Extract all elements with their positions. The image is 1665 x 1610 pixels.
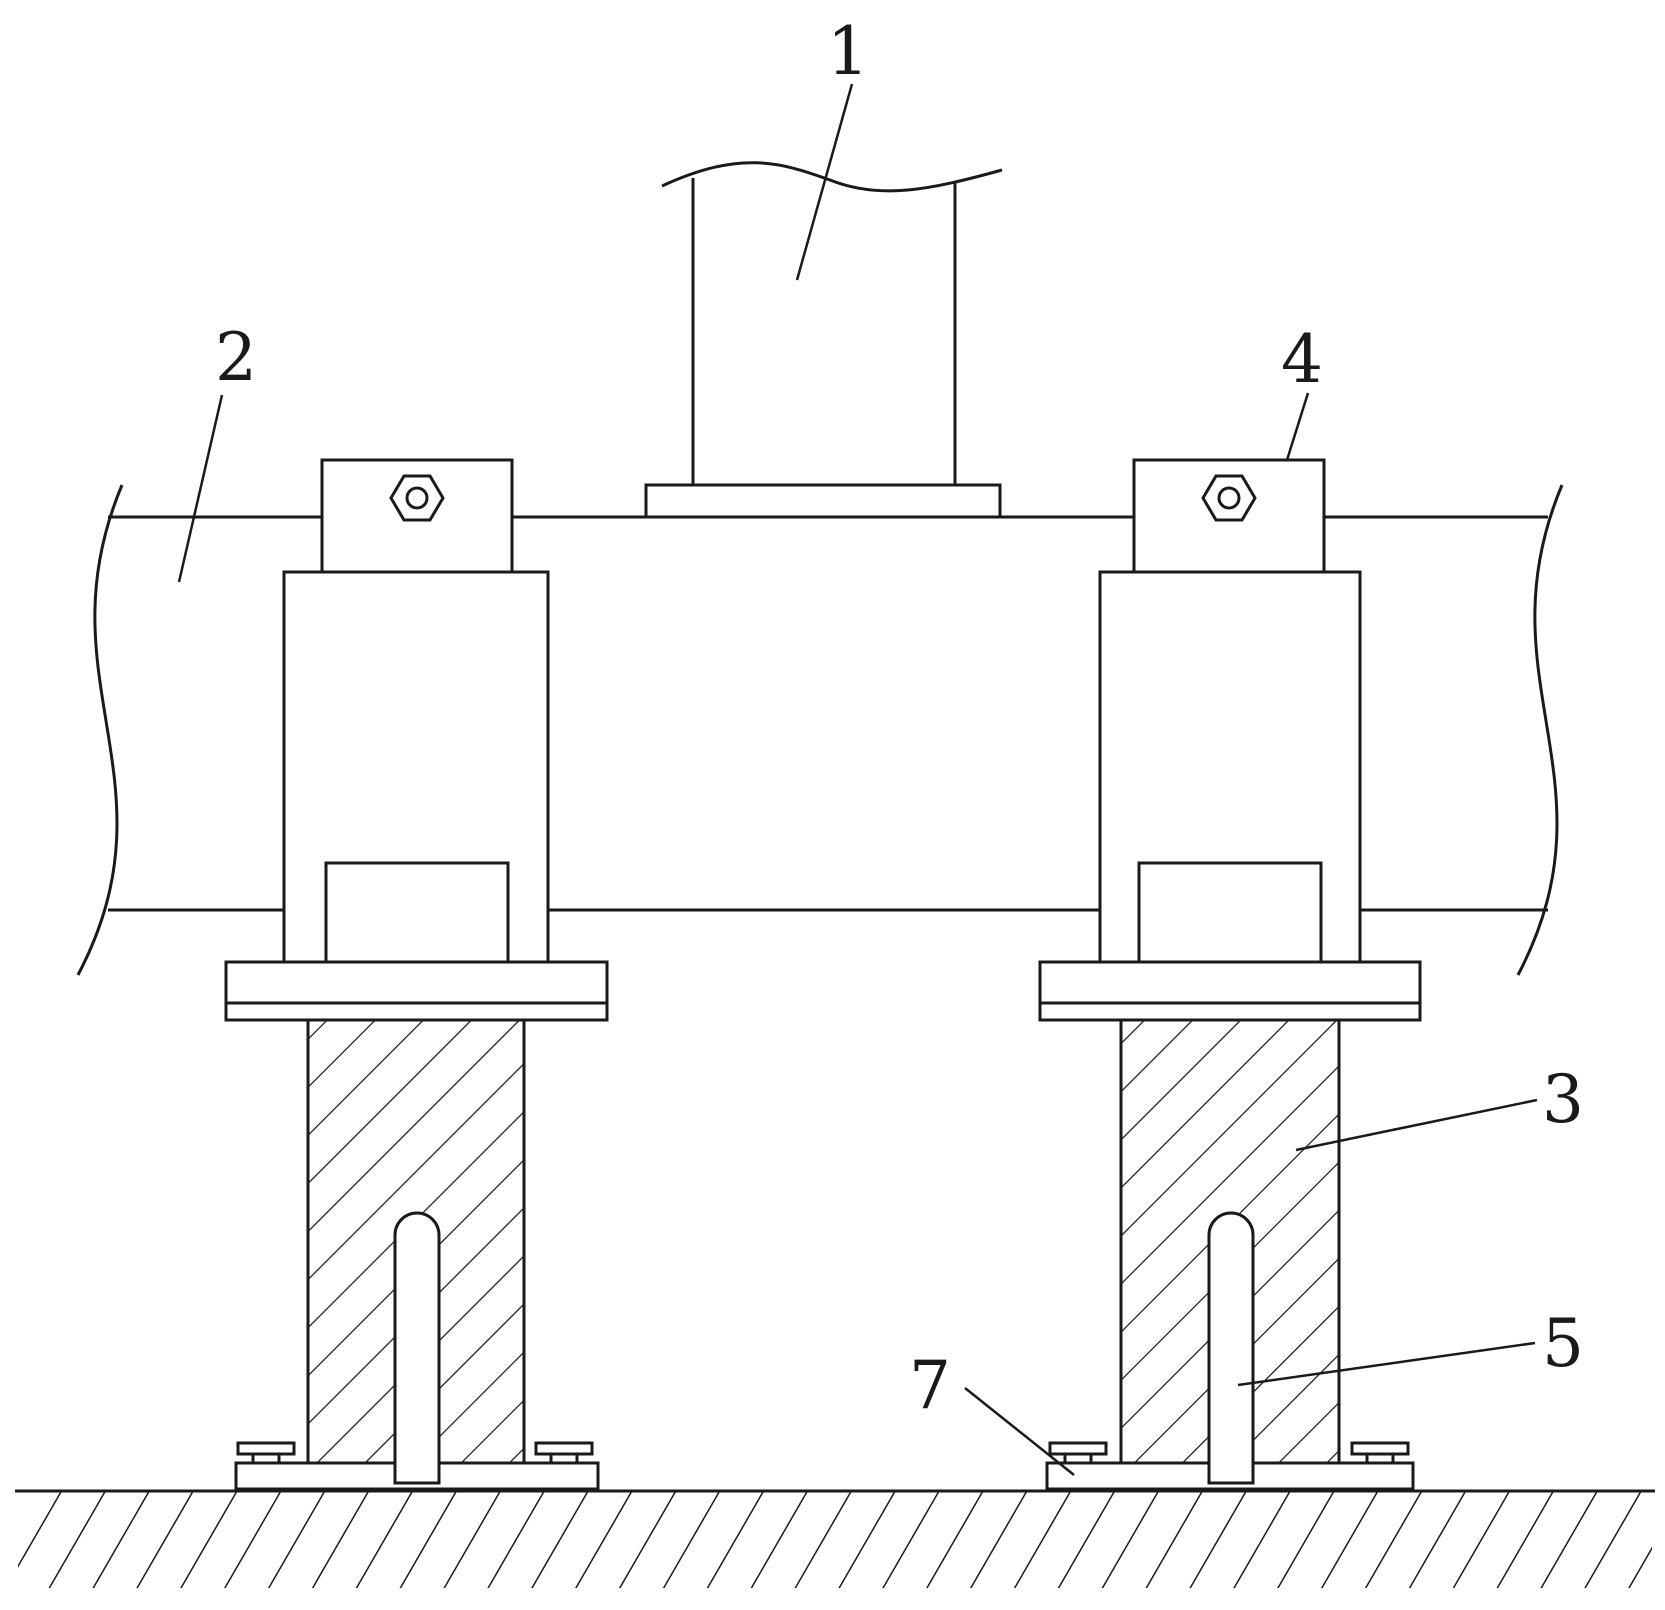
column — [644, 161, 1003, 519]
leader-2 — [177, 394, 224, 583]
label-part-2: 2 — [215, 319, 257, 396]
rod-right — [1207, 1211, 1255, 1485]
leader-7 — [964, 1387, 1075, 1476]
leader-5 — [1237, 1341, 1536, 1387]
label-part-4: 4 — [1281, 321, 1323, 398]
bolt-right-b — [1350, 1441, 1410, 1465]
column-break — [661, 161, 1003, 193]
rod-left — [393, 1211, 441, 1485]
support-left — [224, 458, 609, 1491]
base-plate-left — [224, 960, 609, 1022]
bolt-left-b — [534, 1441, 594, 1465]
label-part-1: 1 — [827, 13, 869, 90]
base-plate-right — [1038, 960, 1422, 1022]
label-part-7: 7 — [909, 1347, 951, 1424]
ground — [15, 1489, 1655, 1588]
leader-4 — [1285, 392, 1310, 461]
nut-icon — [1201, 474, 1257, 522]
saddle-window-right — [1137, 861, 1323, 964]
bolt-right-a — [1048, 1441, 1108, 1465]
bolt-left-a — [236, 1441, 296, 1465]
saddle-window-left — [324, 861, 510, 964]
nut-icon — [389, 474, 445, 522]
beam-break-right — [1516, 484, 1564, 976]
label-part-5: 5 — [1542, 1305, 1584, 1382]
label-part-3: 3 — [1542, 1061, 1584, 1138]
leader-1 — [795, 83, 854, 281]
beam-break-left — [76, 484, 124, 976]
leader-3 — [1295, 1098, 1538, 1152]
support-right — [1038, 458, 1422, 1491]
